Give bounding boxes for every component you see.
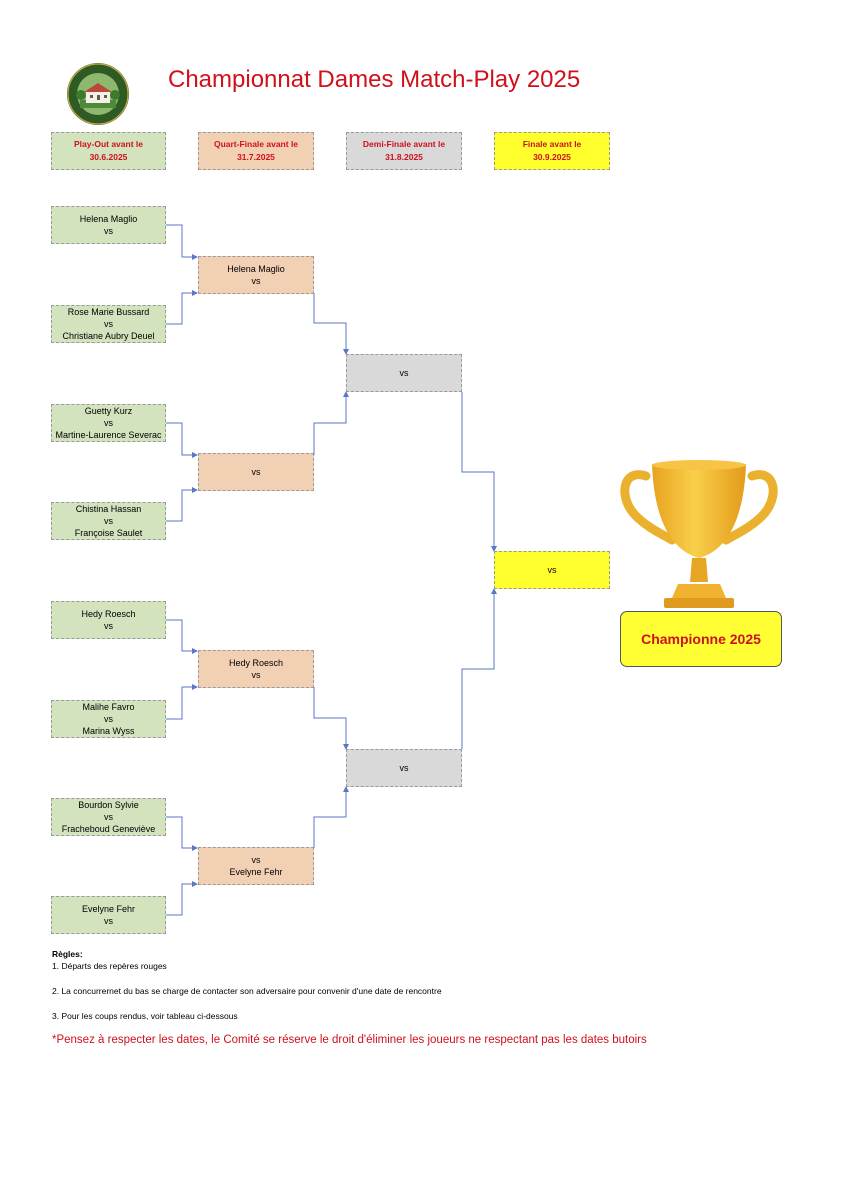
final-match: vs: [494, 551, 610, 589]
rules-heading: Règles:: [52, 949, 83, 959]
round-header-date: 31.7.2025: [237, 152, 275, 162]
player-name: Helena Maglio: [227, 264, 285, 274]
semi-match-1: vs: [346, 354, 462, 392]
round-header-date: 30.6.2025: [89, 152, 128, 162]
playout-match-4: Chistina Hassan vs Françoise Saulet: [51, 502, 166, 540]
quarter-match-3: Hedy Roesch vs: [198, 650, 314, 688]
round-header-line: Quart-Finale avant le: [213, 139, 299, 149]
vs-label: vs: [547, 565, 557, 575]
playout-match-6: Malihe Favro vs Marina Wyss: [51, 700, 166, 738]
vs-label: vs: [104, 418, 113, 428]
rule-item-1: 1. Départs des repères rouges: [52, 961, 167, 971]
vs-label: vs: [251, 670, 261, 680]
round-header-semi: Demi-Finale avant le 31.8.2025: [346, 132, 462, 170]
player-name: Malihe Favro: [82, 702, 135, 712]
player-name: Chistina Hassan: [75, 504, 142, 514]
champion-label: Championne 2025: [620, 611, 782, 667]
playout-match-1: Helena Maglio vs: [51, 206, 166, 244]
quarter-match-4: vs Evelyne Fehr: [198, 847, 314, 885]
vs-label: vs: [104, 916, 113, 926]
player-name: Guetty Kurz: [84, 406, 133, 416]
player-name: Hedy Roesch: [228, 658, 284, 668]
player-name: Helena Maglio: [79, 214, 138, 224]
round-header-line: Play-Out avant le: [74, 139, 143, 149]
trophy-icon: [620, 460, 778, 608]
player-name: Rose Marie Bussard: [67, 307, 150, 317]
player-name: Martine-Laurence Severac: [55, 430, 162, 440]
club-crest-logo: [67, 63, 129, 125]
player-name: Evelyne Fehr: [81, 904, 136, 914]
playout-match-3: Guetty Kurz vs Martine-Laurence Severac: [51, 404, 166, 442]
vs-label: vs: [399, 368, 409, 378]
player-name: Françoise Saulet: [74, 528, 143, 538]
page-title: Championnat Dames Match-Play 2025: [168, 66, 581, 93]
round-header-date: 31.8.2025: [385, 152, 423, 162]
vs-label: vs: [104, 319, 113, 329]
player-name: Bourdon Sylvie: [78, 800, 139, 810]
vs-label: vs: [251, 855, 261, 865]
quarter-match-2: vs: [198, 453, 314, 491]
semi-match-2: vs: [346, 749, 462, 787]
player-name: Evelyne Fehr: [229, 867, 283, 877]
vs-label: vs: [251, 467, 261, 477]
vs-label: vs: [251, 276, 261, 286]
playout-match-2: Rose Marie Bussard vs Christiane Aubry D…: [51, 305, 166, 343]
round-header-date: 30.9.2025: [533, 152, 571, 162]
quarter-match-1: Helena Maglio vs: [198, 256, 314, 294]
round-header-line: Demi-Finale avant le: [362, 139, 446, 149]
vs-label: vs: [104, 714, 113, 724]
player-name: Marina Wyss: [82, 726, 135, 736]
rule-item-3: 3. Pour les coups rendus, voir tableau c…: [52, 1011, 238, 1021]
round-header-line: Finale avant le: [522, 139, 582, 149]
playout-match-5: Hedy Roesch vs: [51, 601, 166, 639]
vs-label: vs: [104, 226, 113, 236]
vs-label: vs: [104, 516, 113, 526]
player-name: Fracheboud Geneviève: [61, 824, 156, 834]
deadline-warning: *Pensez à respecter les dates, le Comité…: [52, 1034, 647, 1046]
round-header-quarter: Quart-Finale avant le 31.7.2025: [198, 132, 314, 170]
vs-label: vs: [399, 763, 409, 773]
round-header-playout: Play-Out avant le 30.6.2025: [51, 132, 166, 170]
player-name: Hedy Roesch: [81, 609, 136, 619]
player-name: Christiane Aubry Deuel: [62, 331, 155, 341]
playout-match-8: Evelyne Fehr vs: [51, 896, 166, 934]
rule-item-2: 2. La concurrernet du bas se charge de c…: [52, 986, 442, 996]
vs-label: vs: [104, 812, 113, 822]
vs-label: vs: [104, 621, 113, 631]
playout-match-7: Bourdon Sylvie vs Fracheboud Geneviève: [51, 798, 166, 836]
round-header-final: Finale avant le 30.9.2025: [494, 132, 610, 170]
